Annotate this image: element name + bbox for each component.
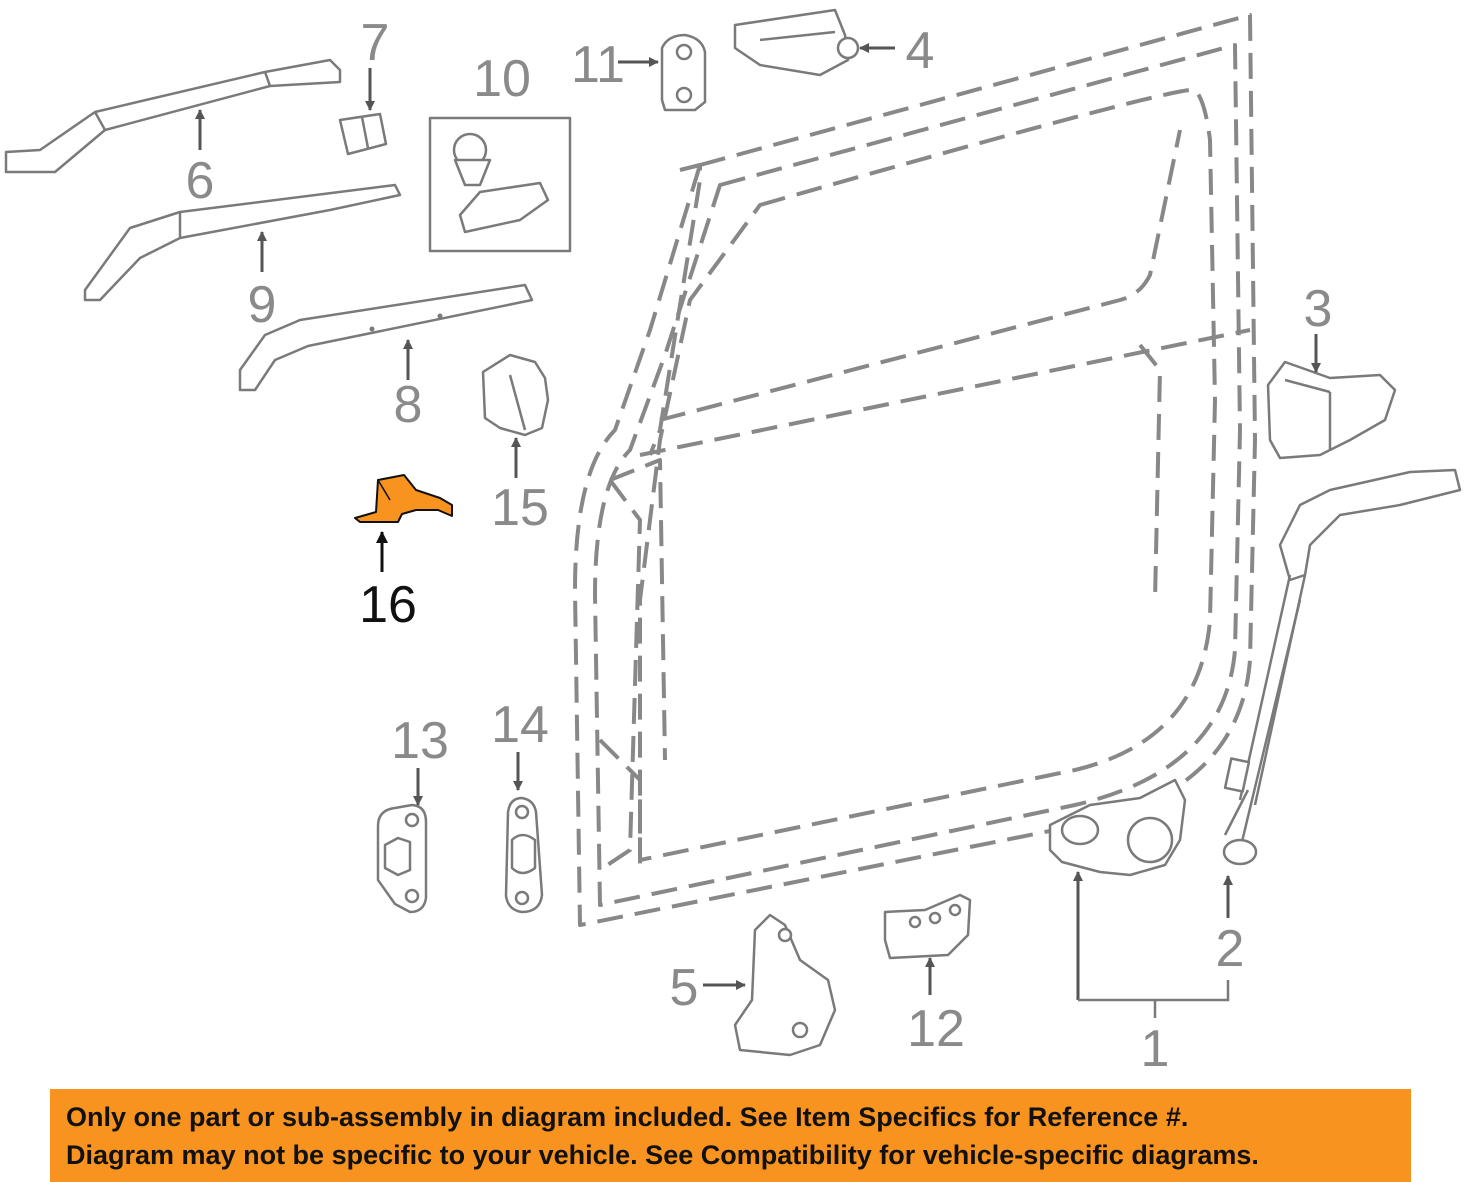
label-16: 16 <box>359 576 417 634</box>
part-16-shape <box>354 474 453 523</box>
part-16-highlighted-bracket[interactable]: 16 <box>354 474 453 634</box>
disclaimer-line-2: Diagram may not be specific to your vehi… <box>66 1139 1259 1170</box>
part-13-plate[interactable]: 13 <box>376 712 449 914</box>
part-8-rail[interactable]: 8 <box>238 283 534 434</box>
label-4: 4 <box>906 22 935 80</box>
sliding-door-outline <box>573 13 1257 927</box>
label-13: 13 <box>391 712 449 770</box>
part-14-plate[interactable]: 14 <box>491 696 549 914</box>
disclaimer-line-1: Only one part or sub-assembly in diagram… <box>66 1101 1189 1132</box>
part-10-clip-kit[interactable]: 10 <box>428 50 572 253</box>
label-6: 6 <box>186 152 215 210</box>
part-12-striker[interactable]: 12 <box>883 893 972 1058</box>
part-3-hinge[interactable]: 3 <box>1266 280 1397 460</box>
label-10: 10 <box>473 50 531 108</box>
label-7: 7 <box>361 14 390 72</box>
disclaimer-banner: Only one part or sub-assembly in diagram… <box>50 1089 1411 1182</box>
label-2: 2 <box>1216 920 1245 978</box>
label-9: 9 <box>248 276 277 334</box>
part-15-bracket[interactable]: 15 <box>481 353 550 537</box>
label-3: 3 <box>1304 280 1333 338</box>
part-4-hinge-bracket[interactable]: 4 <box>733 8 935 80</box>
label-8: 8 <box>394 376 423 434</box>
part-2-cable[interactable]: 2 <box>1216 468 1462 978</box>
label-1: 1 <box>1141 1020 1170 1078</box>
part-1-motor[interactable]: 1 <box>1048 778 1230 1078</box>
part-7-clip[interactable]: 7 <box>338 14 390 156</box>
label-11: 11 <box>571 36 625 94</box>
label-5: 5 <box>670 959 699 1017</box>
part-9-rail[interactable]: 9 <box>83 183 402 334</box>
label-14: 14 <box>491 696 549 754</box>
part-5-lower-bracket[interactable]: 5 <box>670 913 837 1057</box>
part-6-upper-rail[interactable]: 6 <box>4 58 342 210</box>
part-11-bracket[interactable]: 11 <box>571 33 707 112</box>
label-15: 15 <box>491 479 549 537</box>
label-12: 12 <box>907 1000 965 1058</box>
